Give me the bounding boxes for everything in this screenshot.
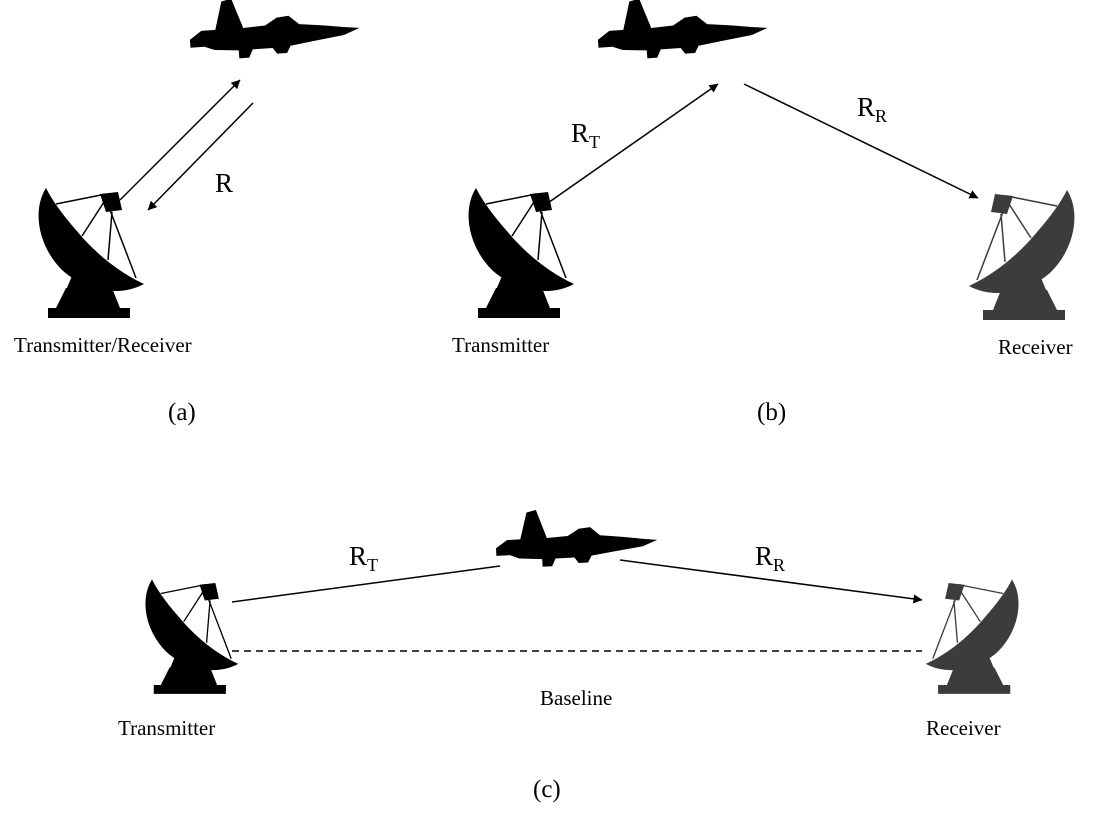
range-line-c-tx [231, 565, 501, 603]
panel-b: RT RR Transmitter Receiver (b) [452, 0, 1076, 426]
radar-dish-icon [925, 578, 1020, 695]
range-arrow-a-up [119, 79, 241, 201]
receiver-label-b: Receiver [998, 335, 1073, 359]
radar-dish-icon [37, 187, 145, 319]
range-label-c-rx: RR [755, 541, 785, 575]
range-label-c-tx-sub: T [367, 555, 378, 575]
range-arrow-c-rx [619, 559, 923, 604]
range-label-c-rx-main: R [755, 541, 773, 571]
range-label-b-rx: RR [857, 92, 887, 126]
receiver-label-c: Receiver [926, 716, 1001, 740]
panel-c: RT RR Baseline Transmitter Receiver (c) [118, 503, 1020, 803]
radar-dish-icon [467, 187, 575, 319]
panel-a: R Transmitter/Receiver (a) [14, 0, 362, 426]
antenna-c-transmitter [144, 578, 239, 695]
panel-caption-b: (b) [757, 399, 786, 426]
fighter-jet-icon [494, 503, 659, 570]
range-label-b-tx-sub: T [589, 132, 600, 152]
aircraft-a [187, 0, 362, 62]
range-label-b-tx-main: R [571, 118, 589, 148]
antenna-b-receiver [968, 189, 1076, 321]
antenna-c-receiver [925, 578, 1020, 695]
aircraft-b [595, 0, 770, 62]
aircraft-c [494, 503, 659, 570]
range-label-c-tx-main: R [349, 541, 367, 571]
station-label-a: Transmitter/Receiver [14, 333, 192, 357]
range-arrow-a-down [147, 102, 254, 211]
fighter-jet-icon [595, 0, 770, 62]
range-label-b-rx-main: R [857, 92, 875, 122]
range-label-a: R [215, 168, 233, 198]
range-arrow-b-tx [544, 83, 719, 206]
radar-dish-icon [968, 189, 1076, 321]
range-arrow-b-rx [743, 83, 979, 199]
range-label-c-rx-sub: R [773, 555, 785, 575]
fighter-jet-icon [187, 0, 362, 62]
range-label-c-tx: RT [349, 541, 378, 575]
antenna-b-transmitter [467, 187, 575, 319]
baseline-label: Baseline [540, 686, 612, 710]
radar-dish-icon [144, 578, 239, 695]
panel-caption-c: (c) [533, 776, 561, 803]
transmitter-label-c: Transmitter [118, 716, 215, 740]
range-label-b-tx: RT [571, 118, 600, 152]
antenna-a [37, 187, 145, 319]
panel-caption-a: (a) [168, 399, 196, 426]
range-label-b-rx-sub: R [875, 106, 887, 126]
transmitter-label-b: Transmitter [452, 333, 549, 357]
